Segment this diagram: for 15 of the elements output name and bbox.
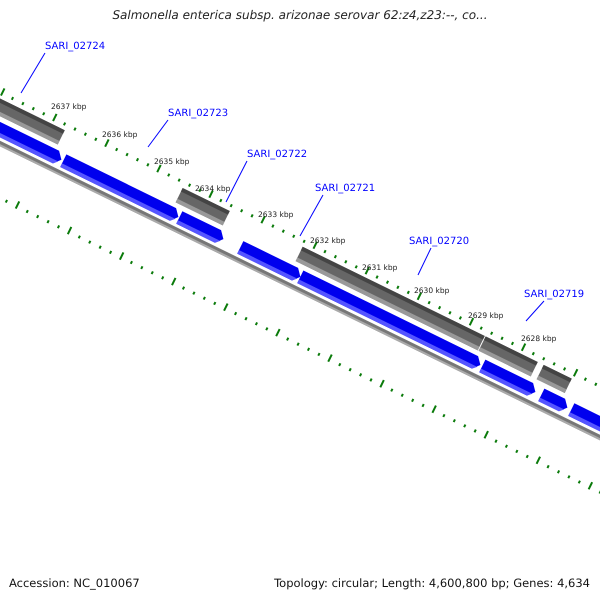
leader-line (20, 52, 46, 94)
leader-line (526, 300, 544, 322)
map-title: Salmonella enterica subsp. arizonae serovar 62:z4,z23:--, co... (111, 8, 489, 22)
gene-label: SARI_02721 (315, 183, 376, 195)
leader-line (418, 248, 432, 276)
gene-label: SARI_02723 (168, 108, 228, 120)
footer-text: Topology: circular; Length: 4,600,800 bp; Genes: 4,634 (274, 576, 590, 590)
leader-line (148, 120, 168, 148)
gene-label: SARI_02720 (409, 236, 470, 248)
gene-label: SARI_02724 (45, 41, 106, 53)
gene-label: SARI_02719 (524, 289, 584, 301)
leader-line (226, 160, 248, 202)
footer-text: Accession: NC_010067 (9, 576, 140, 590)
leader-line (300, 194, 324, 236)
gene-label: SARI_02722 (247, 149, 308, 161)
